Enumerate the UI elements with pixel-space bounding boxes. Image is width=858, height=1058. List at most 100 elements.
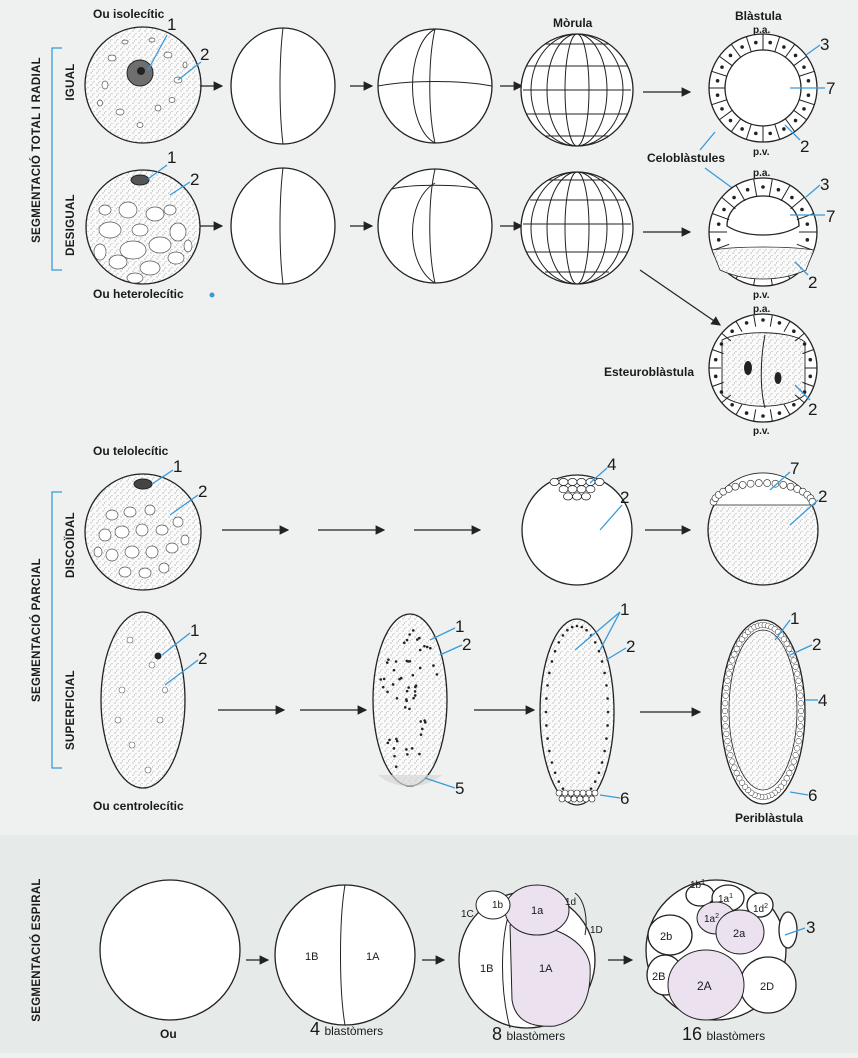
pole-pa-3: p.a. bbox=[753, 304, 770, 315]
label-parcial: SEGMENTACIÓ PARCIAL bbox=[30, 558, 43, 702]
label-1: 1 bbox=[167, 15, 176, 34]
egg-heterolecitic bbox=[85, 169, 201, 285]
label-1: 1 bbox=[455, 617, 464, 636]
title-esteuroblastula: Esteuroblàstula bbox=[604, 365, 694, 379]
title-telolecitic: Ou telolecític bbox=[93, 444, 169, 458]
esteuroblastula bbox=[708, 313, 818, 423]
spiral-egg bbox=[99, 879, 241, 1021]
cell-2D: 2D bbox=[760, 981, 774, 993]
title-blastula: Blàstula bbox=[735, 9, 782, 23]
cell-1d: 1d bbox=[565, 897, 576, 908]
pole-pa-2: p.a. bbox=[753, 168, 770, 179]
label-total-radial: SEGMENTACIÓ TOTAL I RADIAL bbox=[30, 57, 43, 243]
label-1: 1 bbox=[167, 148, 176, 167]
discoidal-blastodisc bbox=[521, 474, 633, 586]
title-periblastula: Periblàstula bbox=[735, 811, 803, 825]
label-2: 2 bbox=[198, 649, 207, 668]
cell-2A: 2A bbox=[697, 979, 712, 993]
pole-pa-1: p.a. bbox=[753, 25, 770, 36]
section-espiral: SEGMENTACIÓ ESPIRAL bbox=[30, 878, 43, 1022]
label-1: 1 bbox=[790, 609, 799, 628]
title-heterolecitic: Ou heterolecític bbox=[93, 287, 184, 301]
caption-8-blastomers: 8 blastòmers bbox=[492, 1024, 565, 1044]
caption-ou: Ou bbox=[160, 1027, 177, 1041]
title-centrolecitic: Ou centrolecític bbox=[93, 799, 184, 813]
label-1: 1 bbox=[620, 600, 629, 619]
cell-1A-8: 1A bbox=[539, 963, 553, 975]
label-4: 4 bbox=[818, 691, 827, 710]
label-2: 2 bbox=[190, 170, 199, 189]
label-1: 1 bbox=[173, 457, 182, 476]
label-5: 5 bbox=[455, 779, 464, 798]
two-cell-stage bbox=[230, 27, 336, 145]
cell-1A: 1A bbox=[366, 951, 380, 963]
title-morula: Mòrula bbox=[553, 16, 593, 30]
label-2: 2 bbox=[620, 488, 629, 507]
cell-2a: 2a bbox=[733, 928, 746, 940]
caption-16-blastomers: 16 blastòmers bbox=[682, 1024, 765, 1044]
egg-centrolecitic bbox=[100, 611, 186, 789]
cell-1D: 1D bbox=[590, 925, 603, 936]
celoblastula-1 bbox=[708, 33, 818, 143]
label-2: 2 bbox=[626, 637, 635, 656]
label-4: 4 bbox=[607, 455, 616, 474]
caption-4-blastomers: 4 blastòmers bbox=[310, 1019, 383, 1039]
label-6: 6 bbox=[620, 789, 629, 808]
label-2: 2 bbox=[808, 400, 817, 419]
cell-1b: 1b bbox=[492, 900, 504, 911]
spiral-8-cell: 1b 1a 1d 1C 1D 1B 1A bbox=[458, 884, 603, 1029]
morula-2 bbox=[520, 171, 634, 285]
cell-1B-8: 1B bbox=[480, 963, 493, 975]
cell-2b: 2b bbox=[660, 931, 672, 943]
label-desigual: DESIGUAL bbox=[65, 194, 77, 256]
superficial-stage-1 bbox=[372, 613, 448, 787]
label-7: 7 bbox=[826, 79, 835, 98]
two-cell-stage-2 bbox=[230, 167, 336, 285]
cell-2B: 2B bbox=[652, 971, 665, 983]
label-7: 7 bbox=[790, 459, 799, 478]
label-3: 3 bbox=[820, 175, 829, 194]
pole-pv-1: p.v. bbox=[753, 147, 770, 158]
spiral-16-cell: 1b1 1a1 1d2 1a2 2a 2b 2B 2A 2D bbox=[645, 879, 798, 1021]
cell-1B: 1B bbox=[305, 951, 318, 963]
periblastula bbox=[720, 619, 806, 805]
cell-1d2: 1d2 bbox=[753, 903, 768, 915]
label-1: 1 bbox=[190, 621, 199, 640]
label-2: 2 bbox=[198, 482, 207, 501]
title-isolecitic: Ou isolecític bbox=[93, 7, 165, 21]
label-espiral: SEGMENTACIÓ ESPIRAL bbox=[30, 878, 43, 1022]
egg-isolecitic bbox=[84, 26, 202, 144]
spiral-4-cell: 1B 1A bbox=[274, 884, 416, 1026]
celoblastula-2 bbox=[708, 177, 818, 287]
morula-1 bbox=[520, 33, 634, 147]
label-2: 2 bbox=[818, 487, 827, 506]
eight-cell-unequal bbox=[377, 168, 493, 284]
label-superficial: SUPERFICIAL bbox=[65, 670, 77, 750]
superficial-stage-2 bbox=[539, 618, 615, 806]
label-7: 7 bbox=[826, 207, 835, 226]
marker-dot bbox=[209, 292, 215, 298]
cell-1b1: 1b1 bbox=[690, 879, 705, 891]
section-total-radial: SEGMENTACIÓ TOTAL I RADIAL IGUAL DESIGUA… bbox=[30, 47, 77, 271]
label-discoidal: DISCOÏDAL bbox=[64, 512, 77, 578]
pole-pv-2: p.v. bbox=[753, 290, 770, 301]
four-cell-stage bbox=[377, 28, 493, 144]
pole-pv-3: p.v. bbox=[753, 426, 770, 437]
label-2: 2 bbox=[462, 635, 471, 654]
label-2: 2 bbox=[812, 635, 821, 654]
cell-1a1: 1a1 bbox=[718, 893, 733, 905]
label-2: 2 bbox=[808, 273, 817, 292]
label-2: 2 bbox=[800, 137, 809, 156]
label-2: 2 bbox=[200, 45, 209, 64]
label-3: 3 bbox=[806, 918, 815, 937]
label-3: 3 bbox=[820, 35, 829, 54]
section-parcial: SEGMENTACIÓ PARCIAL DISCOÏDAL SUPERFICIA… bbox=[30, 491, 77, 769]
egg-telolecitic bbox=[84, 473, 202, 591]
cell-1a2: 1a2 bbox=[704, 913, 719, 925]
label-igual: IGUAL bbox=[65, 63, 77, 100]
title-celoblastules: Celoblàstules bbox=[647, 151, 725, 165]
discoblastula bbox=[707, 472, 819, 586]
cell-1a: 1a bbox=[531, 905, 544, 917]
